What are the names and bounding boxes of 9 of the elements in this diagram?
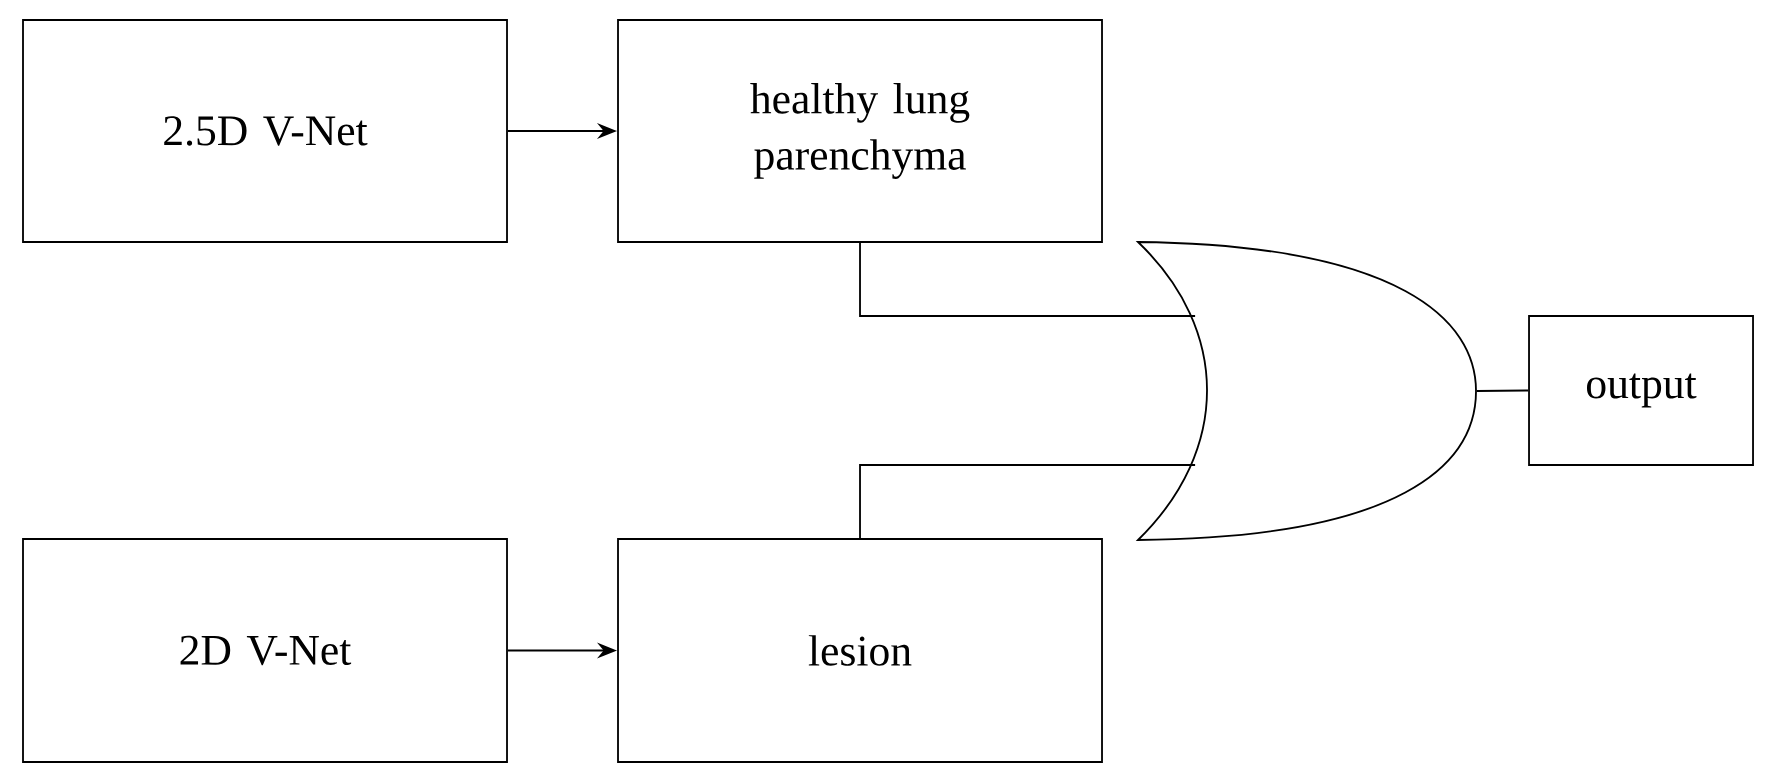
- connector-line: [1476, 389, 1530, 392]
- process-box: 2D V-Net: [22, 538, 508, 763]
- process-box: healthy lung parenchyma: [617, 19, 1103, 243]
- or-gate: [1137, 241, 1477, 541]
- process-box: lesion: [617, 538, 1103, 763]
- connector-line: [859, 464, 1196, 539]
- process-box: output: [1528, 315, 1754, 466]
- process-box: 2.5D V-Net: [22, 19, 508, 243]
- connector-line: [859, 242, 1196, 317]
